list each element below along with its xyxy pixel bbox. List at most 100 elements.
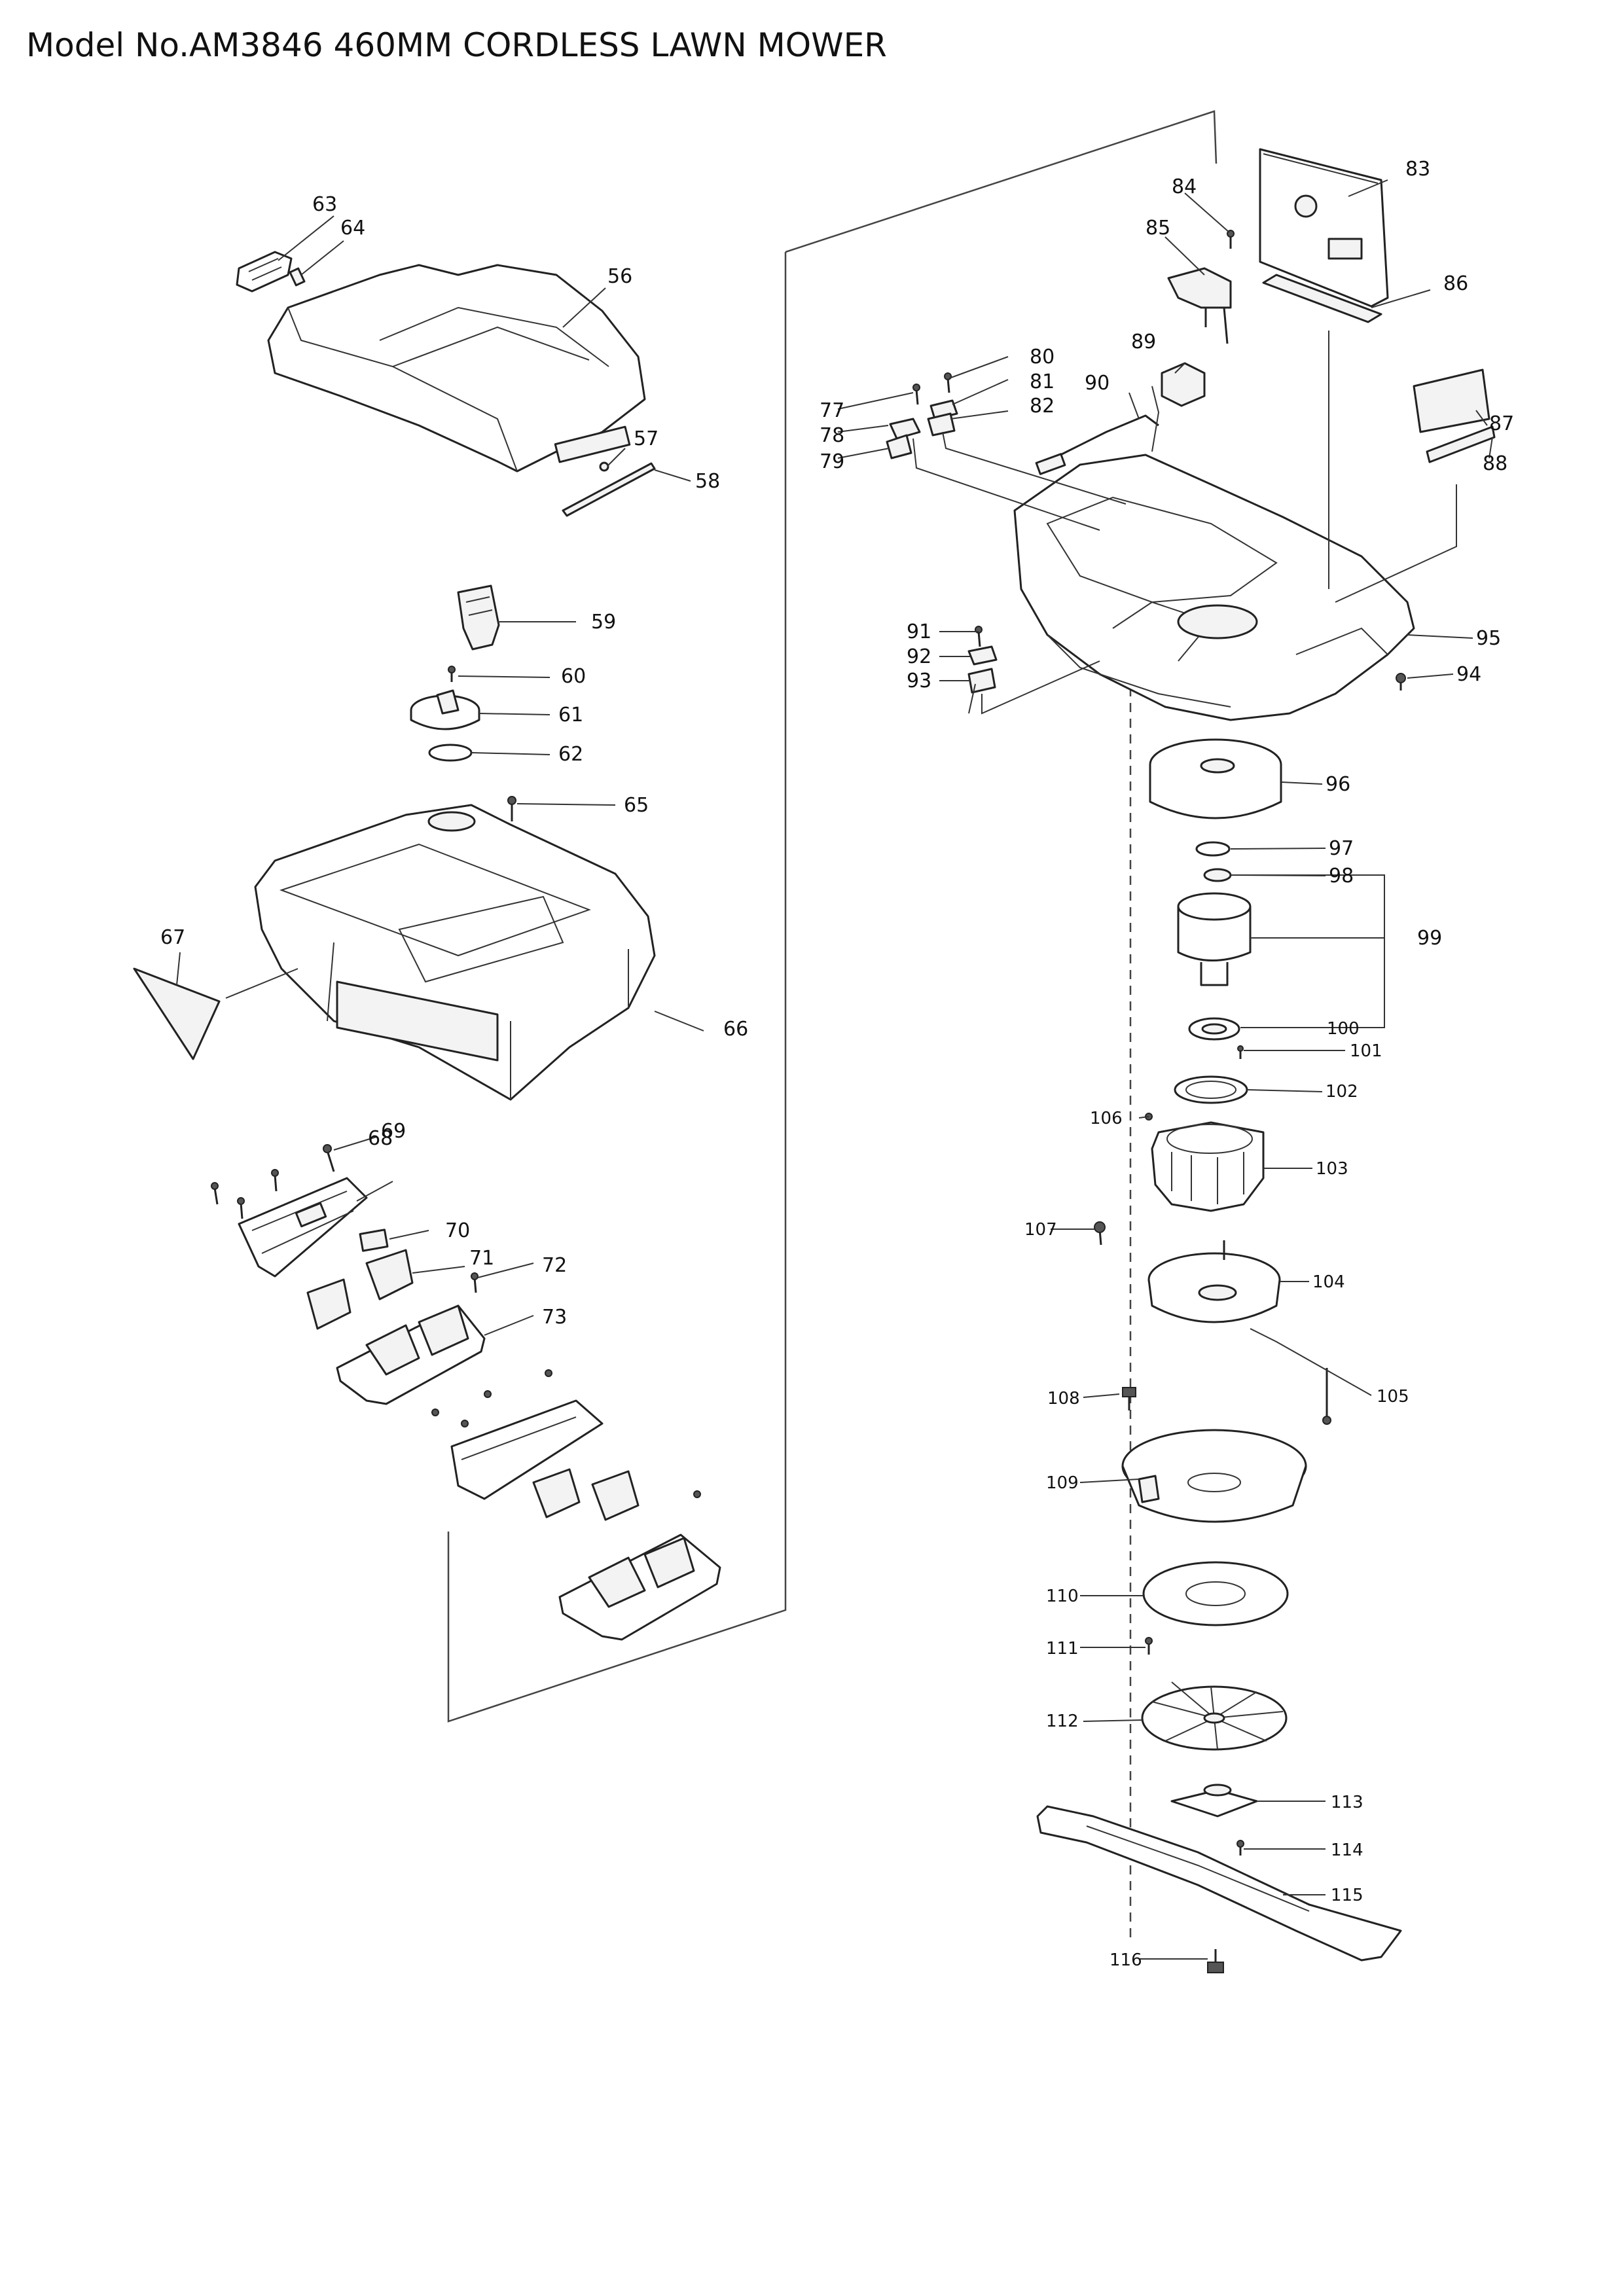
part-97-washer	[1195, 841, 1231, 857]
part-108-bolt	[1122, 1387, 1136, 1410]
label-116: 116	[1110, 1950, 1142, 1970]
label-57: 57	[634, 427, 659, 450]
leader-lines	[176, 179, 1493, 1960]
label-59: 59	[591, 611, 616, 634]
lower-battery-holder-repeat	[431, 1369, 721, 1641]
label-97: 97	[1329, 837, 1354, 860]
label-92: 92	[907, 645, 931, 668]
part-60-screw	[448, 666, 456, 682]
part-56-top-cover	[267, 264, 646, 473]
label-102: 102	[1326, 1082, 1358, 1102]
label-104: 104	[1312, 1272, 1345, 1292]
part-71-contact	[306, 1249, 414, 1330]
part-66-lower-housing	[254, 804, 656, 1101]
part-114-screw	[1236, 1840, 1244, 1856]
label-98: 98	[1329, 865, 1354, 888]
label-72: 72	[542, 1254, 567, 1277]
part-86-foam-strip	[1262, 274, 1382, 323]
label-83: 83	[1405, 158, 1430, 181]
part-99-rotor	[1177, 892, 1252, 986]
part-72-screw	[471, 1272, 478, 1293]
part-68-battery-holder	[238, 1177, 368, 1278]
label-84: 84	[1172, 175, 1197, 198]
part-57-pin	[599, 461, 609, 472]
label-79: 79	[820, 450, 844, 473]
part-96-motor-cap	[1149, 738, 1282, 819]
label-69: 69	[381, 1120, 406, 1143]
part-61-knob	[410, 689, 480, 730]
part-90-wire	[1035, 414, 1159, 475]
label-66: 66	[723, 1018, 748, 1041]
label-88: 88	[1483, 452, 1507, 475]
part-95-motor-housing-chassis	[1013, 454, 1415, 721]
label-68: 68	[368, 1127, 393, 1150]
label-93: 93	[907, 670, 931, 692]
part-73-battery-terminal-block	[336, 1304, 486, 1405]
label-113: 113	[1331, 1793, 1363, 1812]
part-110-plate-ring	[1142, 1561, 1289, 1626]
label-65: 65	[624, 794, 649, 817]
label-89: 89	[1131, 331, 1156, 353]
label-112: 112	[1046, 1712, 1079, 1731]
label-90: 90	[1085, 372, 1110, 395]
label-96: 96	[1326, 773, 1350, 796]
assembly-boundary-frame	[447, 110, 1218, 1723]
part-84-screw	[1227, 230, 1235, 249]
label-106: 106	[1090, 1109, 1123, 1128]
part-labels: 63 64 56 57 58 59 60 61 62 65 66 67 68 6…	[160, 158, 1514, 1970]
label-61: 61	[558, 704, 583, 726]
part-98-bearing	[1203, 868, 1232, 882]
part-100-bearing	[1188, 1017, 1240, 1041]
label-101: 101	[1350, 1041, 1382, 1061]
part-83-control-board	[1259, 148, 1389, 308]
label-115: 115	[1331, 1886, 1363, 1905]
part-101-screw	[1237, 1045, 1244, 1059]
label-81: 81	[1030, 370, 1055, 393]
part-107-screw	[1094, 1221, 1106, 1246]
part-111-screw	[1145, 1637, 1153, 1655]
label-114: 114	[1331, 1840, 1363, 1860]
part-112-fan	[1141, 1681, 1288, 1751]
part-70-label	[359, 1229, 389, 1252]
label-63: 63	[312, 193, 337, 216]
label-80: 80	[1030, 346, 1055, 368]
label-87: 87	[1489, 412, 1514, 435]
label-94: 94	[1456, 663, 1481, 686]
label-73: 73	[542, 1306, 567, 1329]
label-56: 56	[607, 265, 632, 288]
part-115-blade	[1036, 1805, 1402, 1962]
label-109: 109	[1046, 1473, 1079, 1493]
label-99: 99	[1417, 927, 1442, 950]
label-78: 78	[820, 424, 844, 447]
label-71: 71	[469, 1247, 494, 1270]
part-89-connector	[1161, 362, 1206, 407]
parts-77-82-clips-screws	[886, 372, 958, 459]
part-69-screws	[211, 1144, 335, 1219]
part-88-foam-strip	[1426, 425, 1496, 463]
part-109-deck-housing	[1121, 1429, 1307, 1523]
part-103-stator	[1151, 1121, 1265, 1212]
label-77: 77	[820, 399, 844, 422]
part-59-key	[457, 584, 500, 651]
part-113-blade-adapter	[1170, 1784, 1258, 1818]
part-102-sensor-ring	[1174, 1075, 1248, 1104]
label-67: 67	[160, 926, 185, 949]
label-91: 91	[907, 620, 931, 643]
label-105: 105	[1377, 1387, 1409, 1407]
part-85-switch	[1167, 267, 1232, 344]
part-64-spring	[289, 267, 306, 287]
label-108: 108	[1047, 1389, 1080, 1408]
label-107: 107	[1024, 1220, 1057, 1240]
label-60: 60	[561, 665, 586, 688]
label-103: 103	[1316, 1159, 1348, 1179]
part-58-rod	[562, 462, 656, 517]
diagram-title: Model No.AM3846 460MM CORDLESS LAWN MOWE…	[26, 26, 887, 64]
part-63-clip	[236, 251, 293, 293]
part-65-screw	[507, 796, 516, 821]
part-104-motor-base	[1147, 1240, 1281, 1323]
label-85: 85	[1146, 217, 1170, 240]
part-116-bolt	[1207, 1949, 1224, 1973]
label-62: 62	[558, 743, 583, 766]
part-105-long-bolt	[1322, 1368, 1331, 1425]
